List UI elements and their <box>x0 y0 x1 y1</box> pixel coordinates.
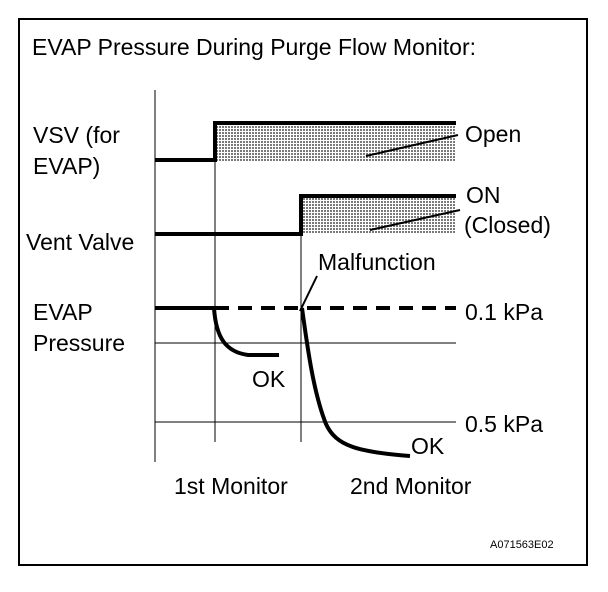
diagram-title: EVAP Pressure During Purge Flow Monitor: <box>32 34 476 60</box>
first-ok-label: OK <box>252 366 286 392</box>
first-ok-curve <box>212 307 279 357</box>
malfunction-leader <box>299 275 318 312</box>
vent-closed-label: (Closed) <box>464 212 551 238</box>
vent-signal-line <box>155 194 456 236</box>
vsv-open-leader <box>365 134 459 157</box>
pressure-0-5-kpa-label: 0.5 kPa <box>465 411 543 437</box>
vsv-open-hatch <box>215 124 456 161</box>
vent-closed-leader <box>369 209 461 231</box>
diagram-frame <box>18 18 588 566</box>
evap-label-line1: EVAP <box>33 299 93 325</box>
vent-on-label: ON <box>466 182 501 208</box>
pressure-0-1-kpa-label: 0.1 kPa <box>465 299 543 325</box>
first-monitor-label: 1st Monitor <box>174 473 288 499</box>
vsv-label-line1: VSV (for <box>33 122 120 148</box>
evap-label-line2: Pressure <box>33 330 125 356</box>
vent-valve-label: Vent Valve <box>26 229 134 255</box>
second-ok-label: OK <box>411 433 445 459</box>
vsv-open-label: Open <box>465 121 521 147</box>
second-monitor-label: 2nd Monitor <box>350 473 472 499</box>
malfunction-label: Malfunction <box>318 249 436 275</box>
second-ok-curve <box>300 307 411 458</box>
figure-code: A071563E02 <box>490 539 554 551</box>
vsv-signal-line <box>155 121 456 162</box>
vsv-label-line2: EVAP) <box>33 153 100 179</box>
